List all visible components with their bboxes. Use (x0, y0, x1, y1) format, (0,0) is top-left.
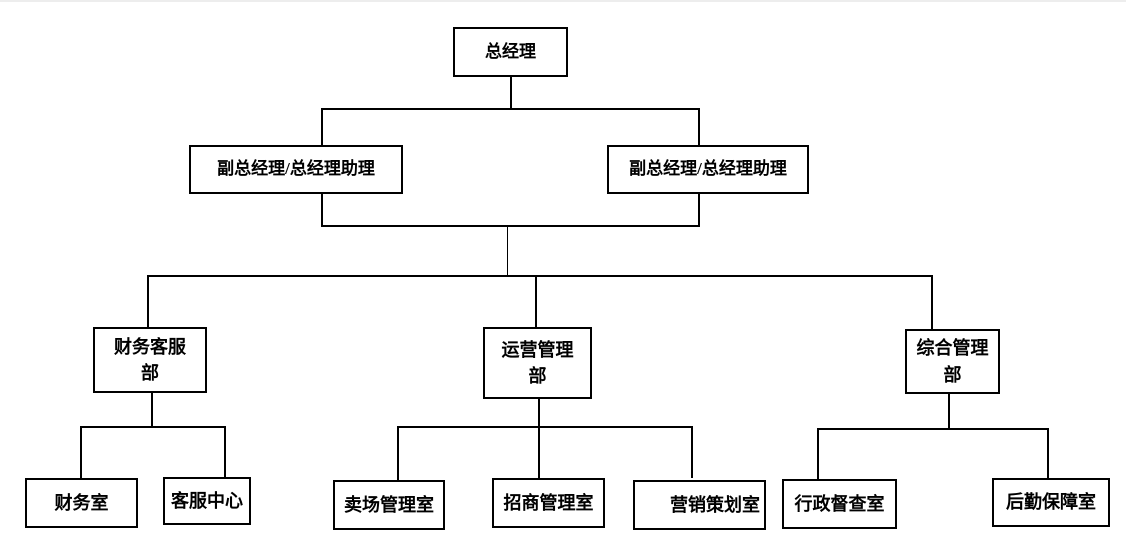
connector-level2-drop-left (321, 108, 323, 145)
org-node-office-logistics-support: 后勤保障室 (992, 478, 1110, 527)
connector-general-branch-horizontal (817, 428, 1049, 430)
connector-general-dept-stem (948, 394, 950, 430)
connector-finance-branch-drop-right (224, 426, 226, 477)
connector-level2-drop-right (698, 108, 700, 145)
org-node-dept-operations-management: 运营管理 部 (483, 327, 592, 399)
connector-operations-branch-drop-left (397, 426, 399, 480)
connector-level3-drop-right (931, 275, 933, 329)
connector-level3-drop-middle (535, 275, 537, 327)
connector-level3-drop-left (147, 275, 149, 327)
connector-operations-branch-drop-right (691, 426, 693, 478)
connector-general-branch-drop-left (817, 428, 819, 479)
org-node-deputy-gm-left: 副总经理/总经理助理 (189, 145, 403, 194)
connector-operations-branch-horizontal (397, 426, 693, 428)
org-node-office-merchant-management: 招商管理室 (492, 478, 605, 528)
org-node-deputy-gm-right: 副总经理/总经理助理 (607, 145, 809, 194)
org-node-office-admin-supervision: 行政督查室 (782, 479, 897, 529)
connector-finance-dept-stem (151, 393, 153, 428)
connector-finance-branch-horizontal (80, 426, 226, 428)
connector-general-branch-drop-right (1047, 428, 1049, 478)
connector-deputy-join-horizontal (321, 225, 700, 227)
connector-deputy-left-stem (321, 194, 323, 227)
org-node-office-store-management: 卖场管理室 (333, 480, 445, 530)
org-node-office-finance: 财务室 (25, 478, 138, 528)
connector-level3-horizontal (147, 275, 933, 277)
org-node-general-manager: 总经理 (453, 27, 568, 77)
org-node-office-marketing-planning: 营销策划室 (633, 480, 766, 530)
connector-gm-stem (510, 77, 512, 110)
org-node-dept-general-management: 综合管理 部 (905, 329, 1000, 394)
org-node-dept-finance-customer-service: 财务客服 部 (93, 327, 207, 393)
connector-deputy-right-stem (698, 194, 700, 227)
org-node-office-customer-service: 客服中心 (163, 477, 251, 525)
connector-center-stem (507, 227, 508, 277)
connector-operations-dept-stem (538, 399, 540, 478)
connector-finance-branch-drop-left (80, 426, 82, 478)
connector-level2-horizontal (321, 108, 700, 110)
